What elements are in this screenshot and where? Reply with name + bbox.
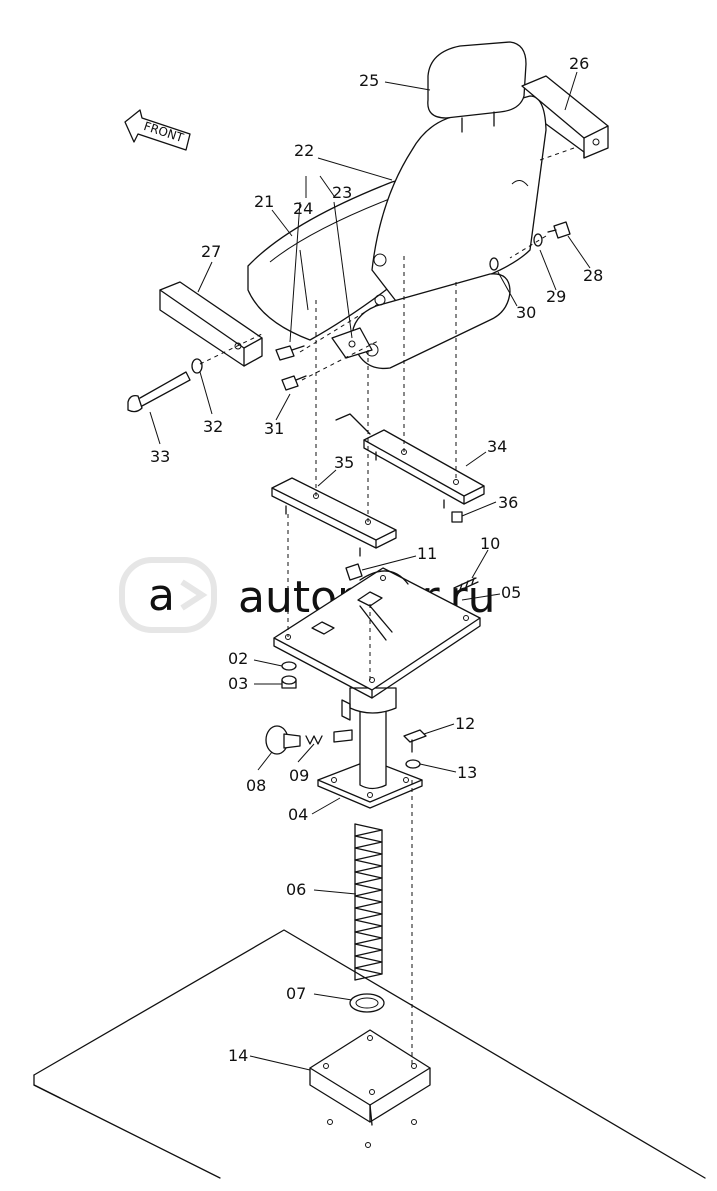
- nut-03: [281, 675, 297, 689]
- lever-11: [345, 563, 363, 581]
- part-label-32: 32: [203, 417, 223, 436]
- part-label-03: 03: [228, 674, 248, 693]
- bolt-24: [275, 345, 305, 361]
- part-label-23: 23: [332, 183, 352, 202]
- rail-34: [335, 413, 485, 509]
- part-label-14: 14: [228, 1046, 248, 1065]
- part-label-31: 31: [264, 419, 284, 438]
- part-label-06: 06: [286, 880, 306, 899]
- bolt-36: [451, 511, 463, 523]
- part-label-05: 05: [501, 583, 521, 602]
- part-label-36: 36: [498, 493, 518, 512]
- washer-32: [191, 358, 203, 374]
- washer-29: [533, 233, 543, 247]
- ring-07: [349, 993, 385, 1013]
- part-label-08: 08: [246, 776, 266, 795]
- part-30: [489, 257, 499, 271]
- watermark-logo-icon: a: [148, 570, 175, 621]
- front-arrow-icon: FRONT: [124, 109, 191, 151]
- part-labels: 25 26 22 23 24 21 27 28 29 30 31 32 33 3…: [150, 54, 603, 1065]
- part-label-21: 21: [254, 192, 274, 211]
- part-label-10: 10: [480, 534, 500, 553]
- part-label-11: 11: [417, 544, 437, 563]
- part-label-35: 35: [334, 453, 354, 472]
- seat-back: [351, 95, 547, 370]
- part-label-24: 24: [293, 199, 313, 218]
- pedestal-base-04: [317, 687, 423, 809]
- headrest-25: [427, 41, 527, 133]
- spring-06: [354, 823, 383, 981]
- part-label-29: 29: [546, 287, 566, 306]
- pin-10: [453, 577, 479, 593]
- bolt-33: [127, 371, 191, 413]
- washer-02: [281, 661, 297, 671]
- part-label-02: 02: [228, 649, 248, 668]
- bolt-28: [547, 221, 571, 239]
- armrest-27: [159, 281, 263, 367]
- alignment-lines: [199, 147, 575, 1066]
- floor-plate: [33, 929, 706, 1179]
- knob-08: [265, 725, 301, 755]
- seat-plate-05: [273, 567, 481, 699]
- washer-13: [405, 759, 421, 769]
- leader-lines: [149, 71, 591, 1071]
- part-label-25: 25: [359, 71, 379, 90]
- bracket-14: [309, 1029, 431, 1126]
- part-label-12: 12: [455, 714, 475, 733]
- part-label-30: 30: [516, 303, 536, 322]
- armrest-26: [521, 75, 609, 159]
- part-label-04: 04: [288, 805, 308, 824]
- rail-35: [271, 477, 397, 557]
- spring-09: [305, 729, 353, 745]
- part-label-13: 13: [457, 763, 477, 782]
- bolt-12: [403, 729, 427, 753]
- part-label-09: 09: [289, 766, 309, 785]
- part-label-22: 22: [294, 141, 314, 160]
- part-label-28: 28: [583, 266, 603, 285]
- bolt-31: [281, 375, 307, 391]
- part-label-26: 26: [569, 54, 589, 73]
- part-label-33: 33: [150, 447, 170, 466]
- part-label-34: 34: [487, 437, 507, 456]
- part-label-27: 27: [201, 242, 221, 261]
- part-label-07: 07: [286, 984, 306, 1003]
